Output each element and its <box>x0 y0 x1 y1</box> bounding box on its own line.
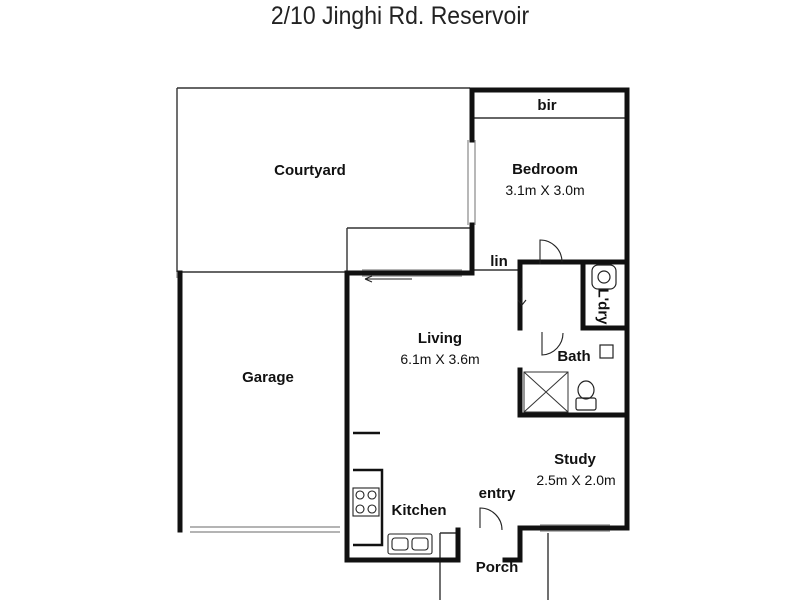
porch-right-wall <box>502 525 523 563</box>
bath-vanity <box>599 344 614 359</box>
ldry-wall <box>580 259 630 331</box>
bedroom-wall <box>469 87 630 531</box>
lin-label: lin <box>490 253 508 270</box>
laundry-label: L'dry <box>594 288 612 325</box>
thin-outlines <box>176 87 627 600</box>
kitchen-label: Kitchen <box>391 502 447 519</box>
sliding-door-arrow <box>364 275 412 283</box>
study-dims: 2.5m X 2.0m <box>536 472 616 488</box>
porch-label: Porch <box>475 559 519 576</box>
bedroom-label: Bedroom <box>512 161 578 178</box>
bir-label: bir <box>537 97 557 114</box>
entry-label: entry <box>478 485 516 502</box>
bath-label: Bath <box>557 348 591 365</box>
shower <box>523 371 569 413</box>
study-label: Study <box>554 451 596 468</box>
living-label: Living <box>417 330 463 347</box>
windows <box>176 140 610 533</box>
kitchen-sink <box>387 533 433 555</box>
bedroom-dims: 3.1m X 3.0m <box>505 182 585 198</box>
garage-label: Garage <box>242 369 294 386</box>
courtyard-label: Courtyard <box>274 162 346 179</box>
door-swings <box>479 239 564 531</box>
laundry-tub <box>591 264 617 290</box>
cooktop <box>352 487 380 517</box>
plan-title: 2/10 Jinghi Rd. Reservoir <box>270 2 530 30</box>
toilet <box>575 380 597 411</box>
garage-right-wall <box>344 270 461 563</box>
partitions <box>353 248 474 547</box>
living-dims: 6.1m X 3.6m <box>400 351 480 367</box>
